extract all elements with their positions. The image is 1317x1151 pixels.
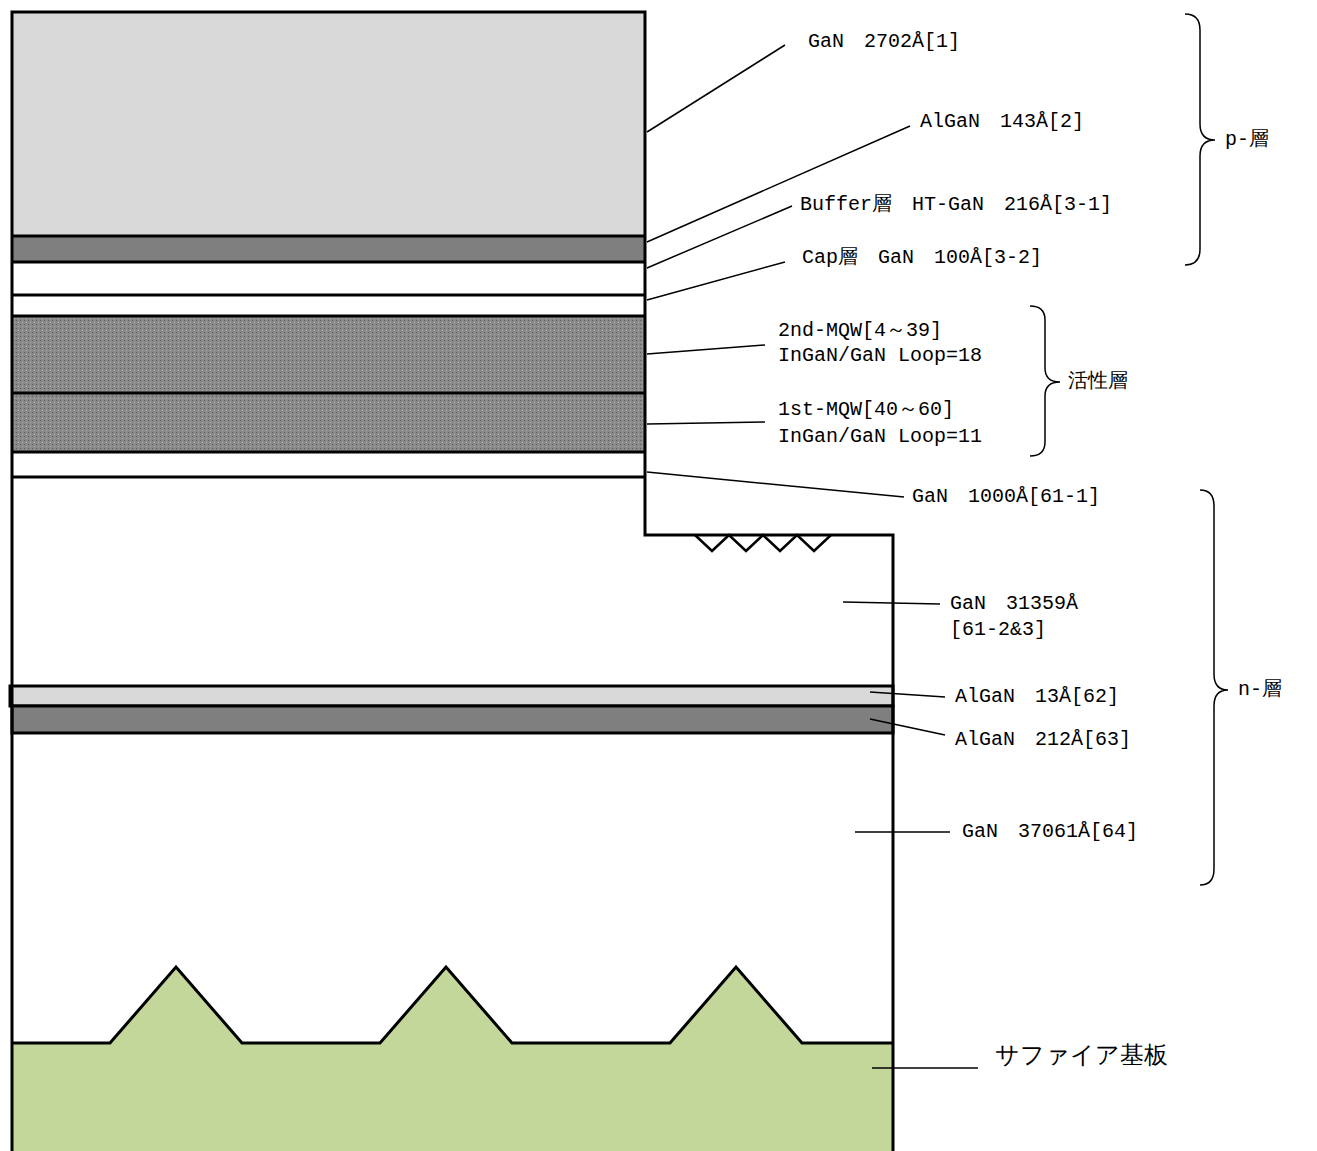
layer-boundaries (12, 236, 645, 477)
layer-label: GaN 1000Å[61-1] (912, 485, 1100, 509)
layer-label: AlGaN 212Å[63] (955, 728, 1131, 752)
layer-label: GaN 31359Å (950, 592, 1078, 616)
layer-label: AlGaN 143Å[2] (920, 110, 1084, 134)
rough-surface (695, 535, 831, 551)
patterned-interface (12, 967, 893, 1043)
layer-label: Buffer層 HT-GaN 216Å[3-1] (800, 193, 1112, 217)
layer-label: GaN 37061Å[64] (962, 820, 1138, 844)
device-outline (12, 12, 893, 1151)
group-label: n-層 (1238, 678, 1282, 702)
mqw-label: InGaN/GaN Loop=18 (778, 344, 982, 368)
mqw-1st-layer (12, 393, 645, 452)
p-algan-layer (12, 236, 645, 262)
n-algan-thin-layer (10, 686, 893, 706)
sapphire-substrate (12, 967, 893, 1151)
substrate-label: サファイア基板 (995, 1045, 1168, 1069)
layer-label: GaN 2702Å[1] (808, 30, 960, 54)
mqw-label: 2nd-MQW[4～39] (778, 319, 942, 343)
mqw-2nd-layer (12, 316, 645, 393)
layer-label: AlGaN 13Å[62] (955, 685, 1119, 709)
layer-label: [61-2&3] (950, 618, 1046, 642)
n-algan-layer (12, 706, 893, 733)
group-label: 活性層 (1068, 370, 1128, 394)
group-label: p-層 (1225, 128, 1269, 152)
group-braces (1030, 14, 1228, 885)
p-gan-layer (12, 12, 645, 236)
mqw-label: 1st-MQW[40～60] (778, 398, 954, 422)
mqw-label: InGan/GaN Loop=11 (778, 425, 982, 449)
layer-label: Cap層 GaN 100Å[3-2] (802, 246, 1042, 270)
